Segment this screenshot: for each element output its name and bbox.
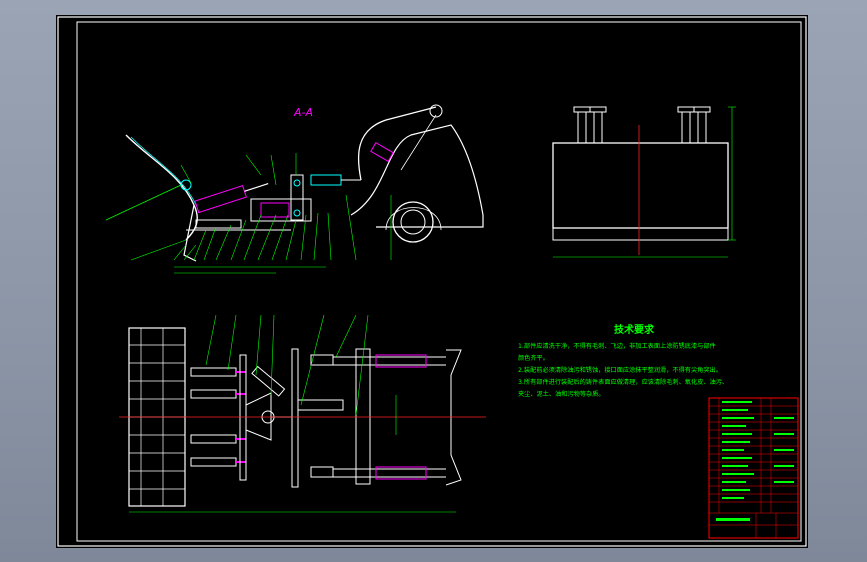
plan-tilt-cylinder bbox=[251, 365, 286, 397]
leader-lines bbox=[130, 153, 392, 268]
cross-member bbox=[355, 348, 371, 485]
arm-cyl-bottom bbox=[375, 466, 427, 480]
blade-support bbox=[183, 204, 197, 262]
cad-drawing: A-A bbox=[57, 16, 807, 547]
push-beam bbox=[195, 219, 242, 229]
parts-list-table bbox=[708, 397, 799, 539]
vehicle-front bbox=[445, 349, 462, 486]
drawing-sheet: A-A bbox=[56, 15, 808, 548]
frame-center-cyl bbox=[297, 399, 344, 411]
tech-req-title: 技术要求 bbox=[614, 323, 655, 336]
section-view-a-a: A-A bbox=[105, 104, 484, 274]
blade-angle-line bbox=[105, 184, 182, 221]
tech-requirements: 技术要求 1.部件应清洗干净，不得有毛刺、飞边，非加工表面上涂防锈底漆与部件 颜… bbox=[518, 323, 728, 398]
plan-view bbox=[119, 314, 486, 513]
mount-box-inner bbox=[260, 202, 290, 218]
tech-req-line-2: 颜色齐平。 bbox=[518, 354, 549, 362]
post-4 bbox=[697, 111, 707, 144]
lift-cylinder bbox=[310, 174, 342, 186]
front-wheel bbox=[392, 201, 434, 243]
blade-pivot bbox=[180, 179, 192, 191]
arm-cyl-top bbox=[375, 354, 427, 368]
arm-pivot bbox=[429, 104, 443, 118]
post-3 bbox=[681, 111, 691, 144]
tech-req-line-5: 夹尘、泥土、油和污物等杂质。 bbox=[518, 390, 605, 398]
side-view-right bbox=[552, 106, 736, 258]
table-entries bbox=[716, 401, 794, 521]
tech-req-line-1: 1.部件应清洗干净，不得有毛刺、飞边，非加工表面上涂防锈底漆与部件 bbox=[518, 342, 716, 350]
section-title: A-A bbox=[293, 106, 313, 119]
hitch-bracket bbox=[245, 392, 272, 441]
box-base bbox=[552, 227, 729, 241]
tech-req-line-4: 3.所有部件进行装配后的铸件表面应做清理，应该清除毛刺、氧化皮、油污、 bbox=[518, 378, 728, 386]
post-1 bbox=[577, 111, 587, 144]
tech-req-line-3: 2.装配前必须清除油污和锈蚀，接口面应涂抹平整润滑，不得有尖角突出。 bbox=[518, 366, 722, 374]
outer-frame bbox=[57, 16, 807, 547]
vehicle-body bbox=[350, 124, 484, 228]
blade-curve bbox=[125, 134, 198, 241]
plan-cylinders bbox=[190, 367, 246, 467]
inner-frame bbox=[76, 21, 802, 542]
frame-left bbox=[291, 348, 299, 488]
arm-link bbox=[400, 114, 437, 171]
post-2 bbox=[593, 111, 603, 144]
vertical-plate bbox=[290, 174, 304, 221]
arm-cylinder bbox=[370, 141, 394, 163]
loader-arm bbox=[357, 106, 437, 181]
mount-box bbox=[250, 198, 312, 222]
front-wheel-hub bbox=[400, 209, 426, 235]
tilt-cylinder bbox=[194, 183, 269, 214]
blade-inner bbox=[130, 136, 198, 208]
box-body bbox=[552, 142, 729, 229]
plan-leaders bbox=[205, 314, 369, 416]
